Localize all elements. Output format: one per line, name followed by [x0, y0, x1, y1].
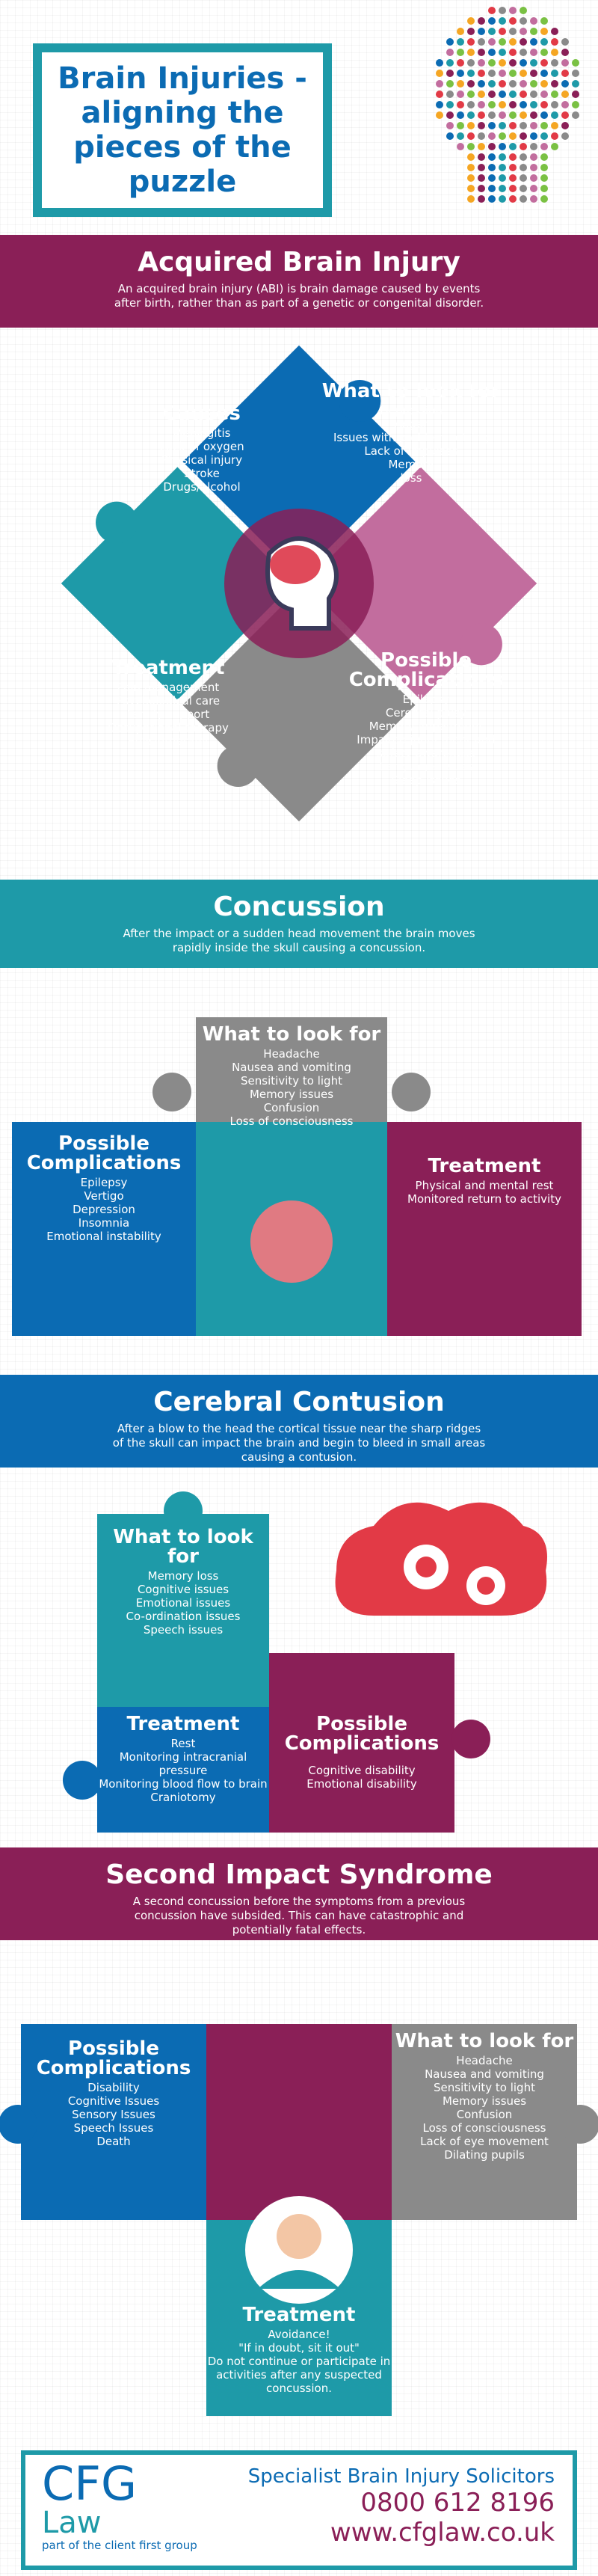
sis-look-list: Headache Nausea and vomiting Sensitivity… — [420, 2054, 549, 2162]
concussion-banner: Concussion After the impact or a sudden … — [0, 880, 598, 968]
logo-subtitle: part of the client first group — [42, 2539, 197, 2552]
abi-complications-list: Epilepsy Cerebral palsy Memory impairmen… — [357, 693, 496, 787]
concussion-treatment-title: Treatment — [428, 1155, 541, 1177]
sis-complications-list: Disability Cognitive Issues Sensory Issu… — [67, 2081, 160, 2148]
sis-treatment-piece: Treatment Avoidance! "If in doubt, sit i… — [206, 2305, 392, 2395]
cfg-logo[interactable]: CFG Law part of the client first group — [42, 2456, 197, 2553]
concussion-heading: Concussion — [213, 892, 385, 922]
concussion-look-list: Headache Nausea and vomiting Sensitivity… — [229, 1047, 354, 1128]
abi-complications-title: Possible Complications — [348, 649, 504, 691]
abi-heading: Acquired Brain Injury — [138, 247, 460, 277]
contusion-heading: Cerebral Contusion — [153, 1387, 445, 1417]
logo-law-text: Law — [42, 2506, 102, 2540]
abi-banner: Acquired Brain Injury An acquired brain … — [0, 235, 598, 328]
contusion-treatment-piece: Treatment Rest Monitoring intracranial p… — [97, 1714, 269, 1804]
contusion-puzzle-shapes — [63, 1491, 547, 1833]
sis-treatment-title: Treatment — [242, 2304, 356, 2326]
abi-treatment-piece: Treatment Pain management Psychological … — [90, 658, 247, 748]
sis-banner: Second Impact Syndrome A second concussi… — [0, 1847, 598, 1940]
concussion-complications-piece: Possible Complications Epilepsy Vertigo … — [12, 1134, 196, 1243]
contusion-look-piece: What to look for Memory loss Cognitive i… — [97, 1527, 269, 1637]
sis-treatment-list: Avoidance! "If in doubt, sit it out" Do … — [207, 2328, 391, 2395]
concussion-puzzle: What to look for Headache Nausea and vom… — [0, 1002, 598, 1376]
page-title: Brain Injuries - aligning the pieces of … — [58, 61, 307, 199]
sis-description: A second concussion before the symptoms … — [132, 1895, 466, 1936]
concussion-puzzle-shapes — [12, 1017, 582, 1336]
sis-puzzle: Possible Complications Disability Cognit… — [0, 1975, 598, 2431]
website-link[interactable]: www.cfglaw.co.uk — [330, 2518, 555, 2548]
abi-complications-piece: Possible Complications Epilepsy Cerebral… — [344, 651, 508, 787]
abi-puzzle-shapes — [61, 345, 537, 822]
abi-causes-piece: Causes Meningitis Lack of oxygen Physica… — [135, 404, 269, 494]
concussion-treatment-piece: Treatment Physical and mental rest Monit… — [387, 1156, 582, 1206]
abi-causes-list: Meningitis Lack of oxygen Physical injur… — [159, 426, 244, 494]
abi-treatment-list: Pain management Psychological care Famil… — [108, 681, 229, 748]
abi-puzzle: Causes Meningitis Lack of oxygen Physica… — [45, 329, 553, 838]
concussion-treatment-list: Physical and mental rest Monitored retur… — [407, 1179, 561, 1206]
sis-puzzle-shapes — [0, 2024, 598, 2416]
abi-treatment-title: Treatment — [111, 657, 225, 679]
sis-look-piece: What to look for Headache Nausea and vom… — [392, 2031, 577, 2162]
footer: CFG Law part of the client first group S… — [21, 2450, 577, 2570]
abi-look-list: Depression Anger Issues with problem sol… — [333, 404, 490, 485]
contusion-complications-list: Cognitive disability Emotional disabilit… — [306, 1764, 417, 1791]
sis-complications-piece: Possible Complications Disability Cognit… — [21, 2039, 206, 2148]
abi-look-title: What to look for — [321, 380, 501, 402]
logo-main-text: CFG — [42, 2456, 137, 2511]
abi-causes-title: Causes — [163, 402, 241, 425]
sis-look-title: What to look for — [395, 2030, 574, 2052]
contusion-look-list: Memory loss Cognitive issues Emotional i… — [126, 1569, 241, 1637]
contusion-puzzle: What to look for Memory loss Cognitive i… — [0, 1481, 598, 1840]
contusion-treatment-title: Treatment — [126, 1713, 240, 1735]
concussion-description: After the impact or a sudden head moveme… — [123, 927, 475, 954]
contusion-complications-title: Possible Complications — [284, 1713, 440, 1755]
phone-number[interactable]: 0800 612 8196 — [360, 2488, 555, 2518]
contact-block: Specialist Brain Injury Solicitors 0800 … — [248, 2465, 555, 2548]
contusion-look-title: What to look for — [113, 1526, 253, 1568]
sis-complications-title: Possible Complications — [36, 2037, 191, 2079]
people-head-illustration — [436, 7, 579, 203]
concussion-complications-title: Possible Complications — [26, 1132, 182, 1174]
contusion-complications-piece: Possible Complications Cognitive disabil… — [269, 1714, 454, 1791]
concussion-complications-list: Epilepsy Vertigo Depression Insomnia Emo… — [46, 1176, 161, 1243]
concussion-look-title: What to look for — [202, 1023, 381, 1046]
contusion-banner: Cerebral Contusion After a blow to the h… — [0, 1375, 598, 1468]
abi-look-piece: What to look for Depression Anger Issues… — [321, 381, 501, 485]
title-box: Brain Injuries - aligning the pieces of … — [33, 43, 332, 217]
concussion-look-piece: What to look for Headache Nausea and vom… — [196, 1025, 387, 1128]
contusion-treatment-list: Rest Monitoring intracranial pressure Mo… — [99, 1737, 268, 1804]
specialist-text: Specialist Brain Injury Solicitors — [247, 2465, 555, 2488]
abi-description: An acquired brain injury (ABI) is brain … — [114, 282, 484, 310]
contusion-description: After a blow to the head the cortical ti… — [112, 1422, 486, 1464]
sis-heading: Second Impact Syndrome — [105, 1859, 493, 1890]
